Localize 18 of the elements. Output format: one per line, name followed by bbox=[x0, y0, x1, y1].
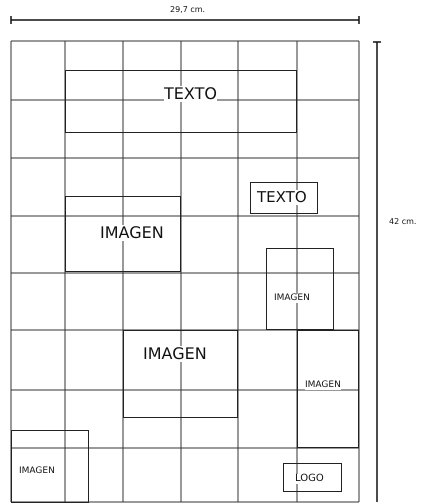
text-placeholder-frame bbox=[250, 182, 318, 214]
placeholder-label: IMAGEN bbox=[305, 381, 341, 390]
placeholder-label: IMAGEN bbox=[143, 346, 207, 362]
image-placeholder-frame bbox=[65, 196, 181, 272]
image-placeholder-frame bbox=[297, 330, 359, 448]
placeholder-label: IMAGEN bbox=[19, 467, 55, 476]
image-placeholder-frame bbox=[11, 430, 89, 503]
image-placeholder-frame bbox=[123, 330, 238, 418]
image-placeholder-frame bbox=[266, 248, 334, 330]
layout-placeholder-frame bbox=[283, 463, 342, 492]
placeholder-label: LOGO bbox=[295, 474, 324, 484]
placeholder-label: IMAGEN bbox=[274, 294, 310, 303]
placeholder-label: IMAGEN bbox=[100, 225, 164, 241]
placeholder-label: TEXTO bbox=[257, 190, 307, 205]
dimension-label: 29,7 cm. bbox=[170, 5, 206, 14]
text-placeholder-frame bbox=[65, 70, 297, 133]
placeholder-label: TEXTO bbox=[164, 86, 217, 102]
dimension-label: 42 cm. bbox=[389, 217, 416, 226]
